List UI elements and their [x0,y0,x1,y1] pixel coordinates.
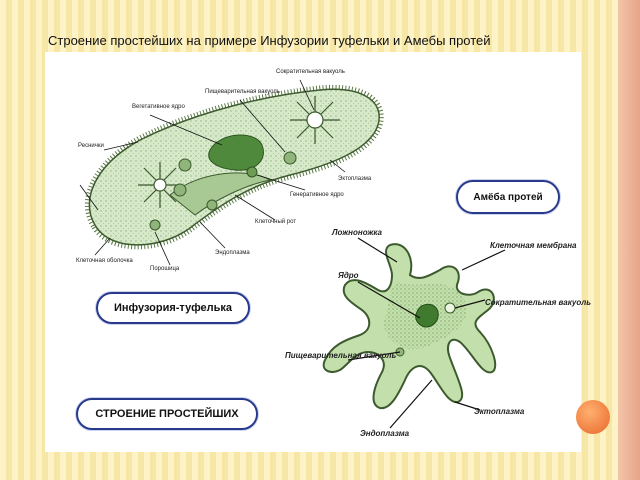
label-powder: Порошица [150,266,180,272]
slide-edge-strip [618,0,640,480]
label-amoeba-digestive-vacuole: Пищеварительная вакуоль [285,351,396,360]
structure-title-box: СТРОЕНИЕ ПРОСТЕЙШИХ [76,398,258,430]
paramecium-digestive-vacuole [206,199,218,211]
label-ectoplasm: Эктоплазма [338,176,372,182]
amoeba-nucleus [415,303,439,328]
label-pellicle: Клеточная оболочка [76,258,133,264]
label-contractile-vacuole: Сократительная вакуоль [276,69,345,75]
paramecium-title-box: Инфузория-туфелька [96,292,250,324]
amoeba-title-box: Амёба протей [456,180,560,214]
label-amoeba-ectoplasm: Эктоплазма [474,407,525,416]
label-cell-mouth: Клеточный рот [255,218,296,225]
amoeba-cell [322,243,497,410]
paramecium-cell [84,84,384,250]
paramecium-macronucleus [208,134,264,171]
label-cell-membrane: Клеточная мембрана [490,241,577,250]
label-generative-nucleus: Генеративное ядро [290,192,344,198]
label-amoeba-contractile-vacuole: Сократительная вакуоль [485,298,591,307]
label-cilia: Реснички [78,143,104,149]
slide-title: Строение простейших на примере Инфузории… [48,33,491,48]
amoeba-contractile-vacuole [444,302,456,314]
decorative-orange-circle [576,400,610,434]
label-endoplasm: Эндоплазма [215,250,250,256]
label-amoeba-endoplasm: Эндоплазма [360,429,410,438]
paramecium-digestive-vacuole [173,183,187,197]
paramecium-contractile-vacuole-right [290,96,340,144]
paramecium-digestive-vacuole [149,219,161,231]
amoeba-label-pointers [347,237,506,429]
label-pseudopod: Ложноножка [331,228,383,237]
paramecium-digestive-vacuole [178,158,192,172]
paramecium-digestive-vacuole [283,151,297,165]
label-vegetative-nucleus: Вегетативное ядро [132,104,185,110]
label-nucleus: Ядро [337,271,359,280]
label-digestive-vacuole: Пищеварительная вакуоль [205,89,280,95]
paramecium-label-pointers [79,79,346,266]
paramecium-micronucleus [246,166,258,178]
paramecium-contractile-vacuole-left [138,162,182,208]
